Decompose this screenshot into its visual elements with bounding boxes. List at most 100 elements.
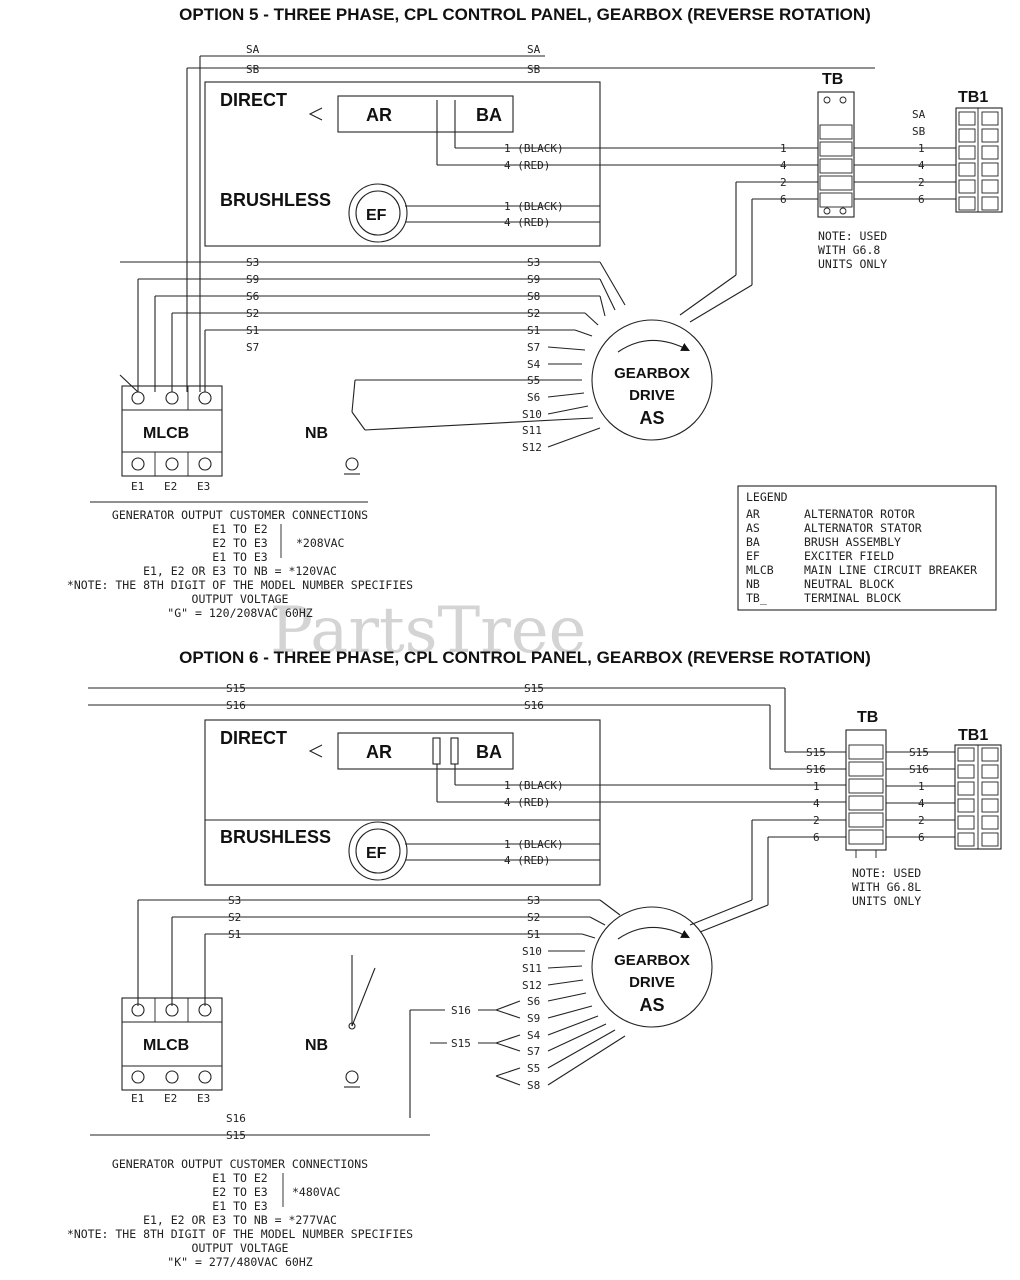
tb1-term-6: 6 — [918, 193, 925, 206]
tb1-term-s15: S15 — [909, 746, 929, 759]
svg-text:"G" = 120/208VAC 60HZ: "G" = 120/208VAC 60HZ — [167, 606, 312, 620]
tb1-term-6-6: 6 — [918, 831, 925, 844]
direct-label: DIRECT — [220, 90, 287, 110]
tb-term-2: 2 — [780, 176, 787, 189]
lead-s5-right: S5 — [527, 374, 540, 387]
svg-text:TB_: TB_ — [746, 591, 767, 605]
tb1-term-sa: SA — [912, 108, 926, 121]
lead-s3-right-6: S3 — [527, 894, 540, 907]
bottom-s16: S16 — [226, 1112, 246, 1125]
exciter-enclosure — [204, 81, 601, 247]
tb-term-6: 6 — [780, 193, 787, 206]
nb-label: NB — [305, 425, 328, 442]
tb-note-3: UNITS ONLY — [818, 257, 887, 271]
wire-label-s16-right: S16 — [524, 699, 544, 712]
lead-s2: S2 — [246, 307, 259, 320]
tb1-term-2-6: 2 — [918, 814, 925, 827]
lead-s9-6: S9 — [527, 1012, 540, 1025]
svg-text:E1 TO E3: E1 TO E3 — [212, 550, 267, 564]
mlcb-breaker-6 — [121, 997, 223, 1091]
terminal-e1-6: E1 — [131, 1092, 144, 1105]
mlcb-label: MLCB — [143, 425, 189, 442]
svg-text:OUTPUT VOLTAGE: OUTPUT VOLTAGE — [192, 1241, 289, 1255]
wire-label-s16: S16 — [226, 699, 246, 712]
option-6-title: OPTION 6 - THREE PHASE, CPL CONTROL PANE… — [179, 648, 871, 667]
ef-inner-circle-6 — [355, 828, 401, 874]
lead-s1-right-6: S1 — [527, 928, 540, 941]
tb-label: TB — [822, 71, 843, 88]
tb-label-6: TB — [857, 709, 878, 726]
svg-text:E1 TO E2: E1 TO E2 — [212, 1171, 267, 1185]
gearbox-drive-stator — [591, 319, 713, 441]
svg-text:"K" = 277/480VAC 60HZ: "K" = 277/480VAC 60HZ — [167, 1255, 312, 1269]
tb1-label-6: TB1 — [958, 727, 988, 744]
watermark: PartsTree — [270, 594, 587, 668]
customer-connections-note-6: GENERATOR OUTPUT CUSTOMER CONNECTIONS E1… — [67, 1157, 413, 1269]
lead-s10-right: S10 — [522, 408, 542, 421]
ba-label: BA — [476, 105, 502, 125]
ef-wire-1-6: 1 (BLACK) — [504, 838, 564, 851]
lead-s1-6: S1 — [228, 928, 241, 941]
ef-outer-circle-6 — [348, 821, 408, 881]
lead-s7: S7 — [246, 341, 259, 354]
ef-inner-circle — [355, 190, 401, 236]
ba-wire-4: 4 (RED) — [504, 159, 550, 172]
svg-text:*NOTE: THE 8TH DIGIT OF THE MO: *NOTE: THE 8TH DIGIT OF THE MODEL NUMBER… — [67, 578, 413, 592]
lead-s2-6: S2 — [228, 911, 241, 924]
drive-label: DRIVE — [629, 387, 675, 404]
ef-label-6: EF — [366, 845, 387, 862]
option-5-title: OPTION 5 - THREE PHASE, CPL CONTROL PANE… — [179, 5, 871, 24]
tb-screws — [819, 96, 853, 215]
wire-label-s15-right: S15 — [524, 682, 544, 695]
customer-connections-note: GENERATOR OUTPUT CUSTOMER CONNECTIONS E1… — [67, 508, 413, 620]
lead-s12-6: S12 — [522, 979, 542, 992]
lead-s3-6: S3 — [228, 894, 241, 907]
tb-block — [817, 91, 855, 218]
tb-screws-6 — [848, 744, 884, 858]
tb1-block — [955, 107, 1003, 213]
svg-text:E1, E2 OR E3 TO NB = *120VAC: E1, E2 OR E3 TO NB = *120VAC — [143, 564, 337, 578]
ar-label-6: AR — [366, 742, 392, 762]
tb-note-2-6: WITH G6.8L — [852, 880, 921, 894]
ba-label-6: BA — [476, 742, 502, 762]
ef-outer-circle — [348, 183, 408, 243]
ef-wire-4-6: 4 (RED) — [504, 854, 550, 867]
svg-text:E2 TO E3: E2 TO E3 — [212, 536, 267, 550]
svg-text:NB: NB — [746, 577, 760, 591]
lead-s9: S9 — [246, 273, 259, 286]
lead-s7-6: S7 — [527, 1045, 540, 1058]
tb1-term-1: 1 — [918, 142, 925, 155]
tb-term-1: 1 — [780, 142, 787, 155]
wire-label-sb: SB — [246, 63, 260, 76]
svg-text:GENERATOR OUTPUT CUSTOMER CONN: GENERATOR OUTPUT CUSTOMER CONNECTIONS — [112, 1157, 368, 1171]
svg-text:*NOTE: THE 8TH DIGIT OF THE MO: *NOTE: THE 8TH DIGIT OF THE MODEL NUMBER… — [67, 1227, 413, 1241]
option-6-diagram: OPTION 6 - THREE PHASE, CPL CONTROL PANE… — [67, 648, 1002, 1269]
wire-label-sa: SA — [246, 43, 260, 56]
lead-s8-right: S8 — [527, 290, 540, 303]
lead-s5-6: S5 — [527, 1062, 540, 1075]
tb1-term-2: 2 — [918, 176, 925, 189]
svg-text:AS: AS — [746, 521, 760, 535]
ef-label: EF — [366, 207, 387, 224]
mlcb-breaker — [121, 385, 223, 477]
svg-text:BA: BA — [746, 535, 760, 549]
lead-s8-6: S8 — [527, 1079, 540, 1092]
terminal-e3: E3 — [197, 480, 210, 493]
as-label: AS — [639, 408, 664, 428]
tb-block-6 — [845, 729, 887, 851]
gearbox-label-6: GEARBOX — [614, 952, 690, 969]
tie-s15: S15 — [451, 1037, 471, 1050]
tb-term-s16: S16 — [806, 763, 826, 776]
tb-term-6-6: 6 — [813, 831, 820, 844]
wire-label-sa-right: SA — [527, 43, 541, 56]
lead-s7-right: S7 — [527, 341, 540, 354]
svg-text:EF: EF — [746, 549, 760, 563]
ar-ba-box — [337, 95, 514, 133]
terminal-e3-6: E3 — [197, 1092, 210, 1105]
lead-s3-right: S3 — [527, 256, 540, 269]
svg-text:EXCITER FIELD: EXCITER FIELD — [804, 549, 894, 563]
tb-term-4: 4 — [780, 159, 787, 172]
nb-label-6: NB — [305, 1037, 328, 1054]
svg-text:OUTPUT VOLTAGE: OUTPUT VOLTAGE — [192, 592, 289, 606]
lead-s4-6: S4 — [527, 1029, 541, 1042]
